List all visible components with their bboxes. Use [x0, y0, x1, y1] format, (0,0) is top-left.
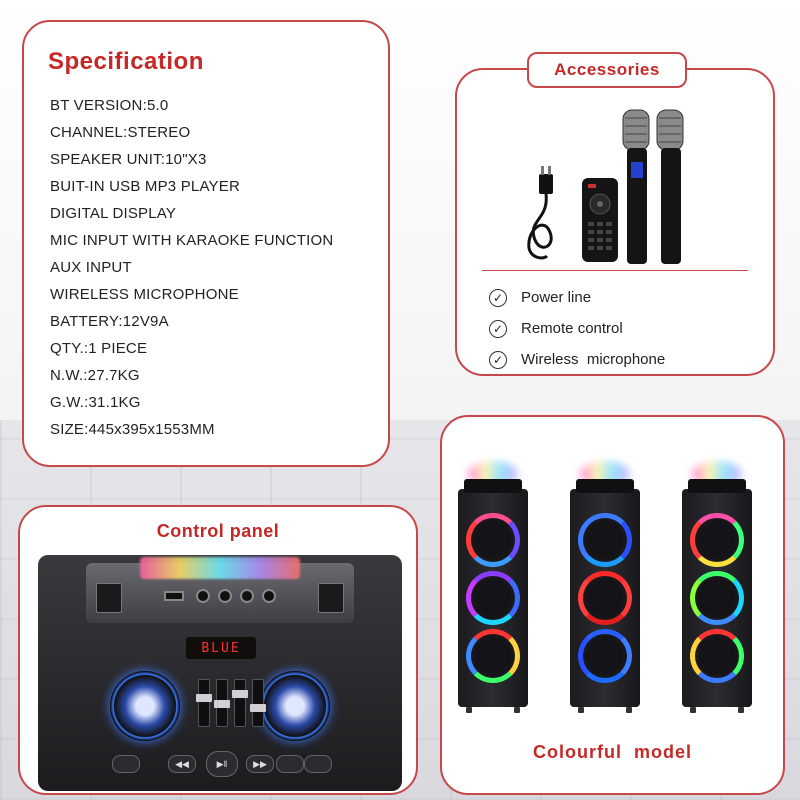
- spec-item: BATTERY:12V9A: [50, 313, 169, 330]
- control-panel-title: Control panel: [156, 521, 280, 541]
- accessory-label: Wireless microphone: [521, 351, 666, 368]
- spec-item: BUIT-IN USB MP3 PLAYER: [50, 178, 241, 195]
- jack-icon: [240, 589, 254, 603]
- wireless-microphone-icon: [622, 109, 684, 264]
- power-cable-icon: [527, 166, 553, 260]
- led-ring: [578, 513, 632, 567]
- colourful-model-card: Colourful model: [440, 415, 785, 795]
- previous-icon: ◀◀: [168, 755, 196, 773]
- speaker-cap: [576, 479, 634, 493]
- knob-icon: [110, 671, 180, 741]
- spec-item: N.W.:27.7KG: [50, 367, 140, 384]
- remote-control-icon: [582, 178, 618, 262]
- slider-icon: [250, 679, 266, 727]
- led-ring: [466, 571, 520, 625]
- specification-title: Specification: [48, 48, 204, 75]
- check-icon: ✓: [489, 288, 507, 307]
- spec-item: AUX INPUT: [50, 259, 132, 276]
- speaker-tower: [458, 461, 528, 713]
- spec-item: CHANNEL:STEREO: [50, 124, 191, 141]
- digital-display: BLUE: [186, 637, 256, 659]
- speaker-wheel: [514, 707, 520, 713]
- specification-list: BT VERSION:5.0 CHANNEL:STEREO SPEAKER UN…: [50, 92, 333, 443]
- check-icon: ✓: [489, 319, 507, 338]
- spec-item: SIZE:445x395x1553MM: [50, 421, 215, 438]
- spec-item: BT VERSION:5.0: [50, 97, 169, 114]
- power-switch-icon: [96, 583, 122, 613]
- spec-item: WIRELESS MICROPHONE: [50, 286, 239, 303]
- light-glow: [140, 557, 300, 579]
- led-ring: [578, 629, 632, 683]
- slider-icon: [196, 679, 212, 727]
- speaker-wheel: [690, 707, 696, 713]
- specification-card: Specification BT VERSION:5.0 CHANNEL:STE…: [22, 20, 390, 467]
- accessories-title-box: Accessories: [527, 52, 687, 88]
- accessory-item: ✓ Power line: [489, 282, 665, 313]
- led-ring: [690, 513, 744, 567]
- spec-item: G.W.:31.1KG: [50, 394, 141, 411]
- accessories-card: Accessories: [455, 52, 775, 376]
- next-icon: ▶▶: [246, 755, 274, 773]
- speaker-wheel: [466, 707, 472, 713]
- accessory-item: ✓ Wireless microphone: [489, 344, 665, 375]
- accessories-title: Accessories: [554, 60, 660, 79]
- spec-item: SPEAKER UNIT:10"X3: [50, 151, 207, 168]
- accessory-label: Remote control: [521, 320, 623, 337]
- spec-item: DIGITAL DISPLAY: [50, 205, 177, 222]
- mode-button-icon: [112, 755, 140, 773]
- speaker-wheel: [626, 707, 632, 713]
- colourful-model-title: Colourful model: [533, 742, 692, 762]
- accessories-list: ✓ Power line ✓ Remote control ✓ Wireless…: [489, 282, 665, 375]
- led-ring: [578, 571, 632, 625]
- slider-icon: [232, 679, 248, 727]
- led-ring: [690, 571, 744, 625]
- spec-item: QTY.:1 PIECE: [50, 340, 148, 357]
- record-button-icon: [304, 755, 332, 773]
- spec-item: MIC INPUT WITH KARAOKE FUNCTION: [50, 232, 334, 249]
- slider-icon: [214, 679, 230, 727]
- jack-icon: [196, 589, 210, 603]
- speaker-tower: [682, 461, 752, 713]
- led-ring: [466, 513, 520, 567]
- speaker-tower: [570, 461, 640, 713]
- led-ring: [466, 629, 520, 683]
- accessories-photo: [527, 109, 684, 264]
- check-icon: ✓: [489, 350, 507, 369]
- jack-icon: [218, 589, 232, 603]
- speaker-cap: [464, 479, 522, 493]
- usb-port-icon: [164, 591, 184, 601]
- accessory-label: Power line: [521, 289, 592, 306]
- speaker-wheel: [738, 707, 744, 713]
- control-panel-card: Control panel BLUE ◀◀ ▶‖ ▶▶: [18, 505, 418, 795]
- speaker-cap: [688, 479, 746, 493]
- knob-icon: [260, 671, 330, 741]
- accessory-item: ✓ Remote control: [489, 313, 665, 344]
- accessories-divider: [482, 270, 748, 271]
- led-ring: [690, 629, 744, 683]
- play-pause-icon: ▶‖: [206, 751, 238, 777]
- jack-icon: [262, 589, 276, 603]
- control-panel-photo: BLUE ◀◀ ▶‖ ▶▶: [38, 555, 402, 791]
- speaker-wheel: [578, 707, 584, 713]
- power-switch-icon: [318, 583, 344, 613]
- repeat-icon: [276, 755, 304, 773]
